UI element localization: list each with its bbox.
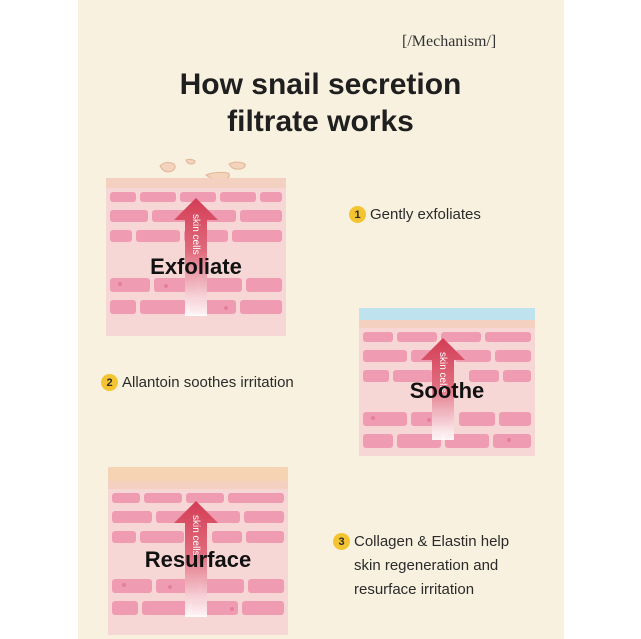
arrow-label: skin cells (190, 515, 201, 556)
step-2: 2 Allantoin soothes irritation (101, 371, 294, 395)
step-3-line-2: skin regeneration and (354, 557, 499, 574)
exfoliate-illustration: skin cells Exfoliate (106, 158, 286, 336)
upward-arrow (174, 198, 218, 316)
upward-arrow (174, 501, 218, 617)
step-number-badge: 2 (101, 374, 118, 391)
mechanism-tag: [/Mechanism/] (402, 33, 497, 50)
soothe-label: Soothe (409, 378, 485, 403)
arrow-label: skin cells (437, 352, 448, 393)
step-1-line-1: Gently exfoliates (370, 206, 481, 223)
upward-arrow (421, 338, 465, 440)
step-3: 3 Collagen & Elastin help skin regenerat… (333, 530, 509, 602)
title-line-2: filtrate works (227, 105, 414, 138)
step-1: 1 Gently exfoliates (349, 203, 481, 227)
resurface-label: Resurface (144, 547, 252, 572)
step-number-badge: 1 (349, 206, 366, 223)
resurface-illustration: skin cells Resurface (108, 467, 288, 635)
soothe-illustration: skin cells Soothe (359, 308, 535, 456)
step-number-badge: 3 (333, 533, 350, 550)
step-3-line-1: Collagen & Elastin help (354, 533, 510, 550)
step-2-line-1: Allantoin soothes irritation (122, 374, 294, 391)
title-line-1: How snail secretion (179, 68, 462, 101)
exfoliate-label: Exfoliate (150, 254, 242, 279)
brick-rows (112, 493, 284, 615)
arrow-label: skin cells (190, 214, 201, 255)
step-3-line-3: resurface irritation (354, 581, 475, 598)
